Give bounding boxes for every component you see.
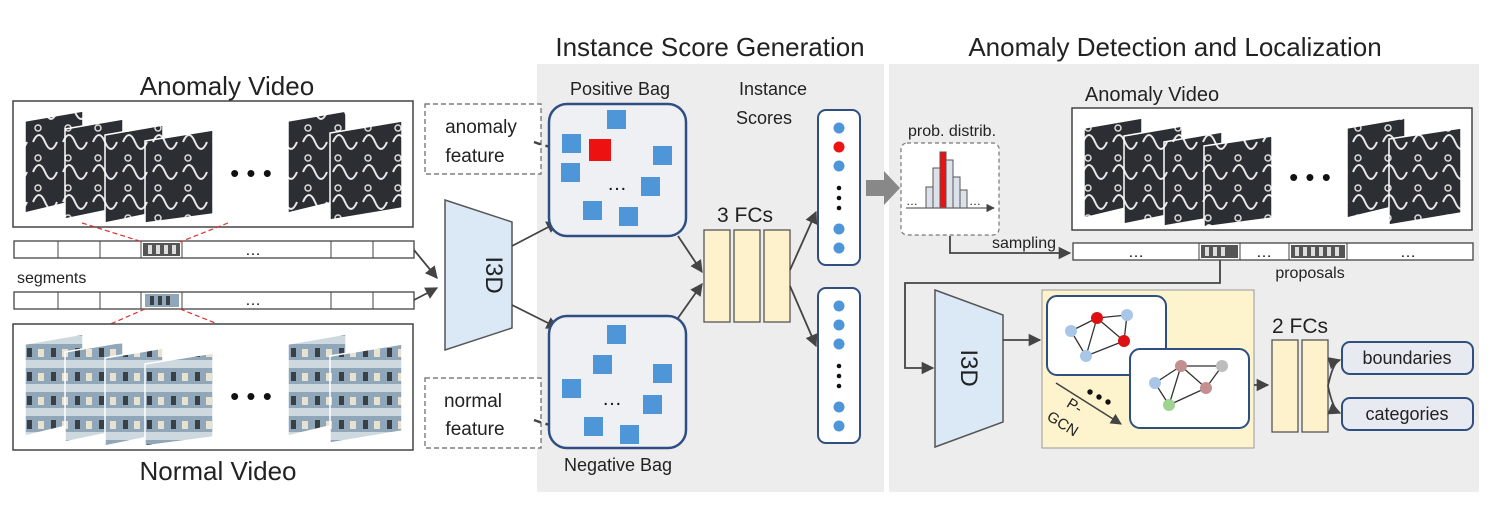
panel-transition-arrow: [866, 171, 900, 205]
graph-2-nodes: [1149, 360, 1228, 411]
pgcn-dots: [1087, 389, 1111, 405]
proposals-ellipsis-3: …: [1400, 244, 1416, 261]
adl-anomaly-video-thumbnails: [1083, 117, 1462, 228]
anomaly-video-title: Anomaly Video: [140, 71, 314, 101]
negative-bag-features: [562, 325, 672, 444]
normal-video-thumbnails: [24, 333, 403, 447]
normal-feature-line1: normal: [444, 391, 502, 412]
zoom-line-left-anomaly: [81, 222, 144, 243]
prob-distrib-histogram: [906, 151, 995, 213]
arrow-anomaly-segments-to-i3d: [413, 249, 438, 279]
arrow-fcs-to-positive-scores: [789, 210, 818, 271]
isg-title: Instance Score Generation: [555, 32, 864, 62]
two-fcs-block: [1271, 339, 1329, 433]
arrow-positive-bag-to-fcs: [677, 235, 703, 274]
negative-bag-ellipsis: …: [602, 388, 622, 410]
two-fcs-label: 2 FCs: [1272, 315, 1328, 338]
sampling-label: sampling: [992, 235, 1056, 252]
arrow-i3d-to-negative-bag: [511, 304, 560, 329]
categories-label: categories: [1365, 404, 1448, 424]
boundaries-output: [1341, 341, 1474, 375]
negative-bag-label: Negative Bag: [564, 455, 672, 475]
negative-scores-dots: [833, 300, 845, 432]
proposals-label: proposals: [1275, 265, 1344, 282]
normal-video-dots: • • •: [230, 381, 272, 411]
i3d-right-label: I3D: [955, 349, 982, 386]
three-fcs-label: 3 FCs: [717, 204, 773, 227]
adl-anomaly-video-dots: • • •: [1289, 162, 1331, 192]
prob-distrib-ellipsis-right: …: [969, 194, 981, 208]
positive-bag-label: Positive Bag: [570, 79, 670, 99]
graph-card-2: [1129, 348, 1250, 429]
anomaly-video-dots: • • •: [230, 158, 272, 188]
zoom-line-right-anomaly: [179, 222, 229, 243]
anomaly-feature-box: [424, 103, 542, 175]
proposals-bar: [1072, 242, 1474, 261]
normal-video-title: Normal Video: [139, 456, 296, 486]
anomaly-segments-ellipsis: …: [245, 242, 261, 259]
i3d-right-block: [934, 288, 1004, 449]
prob-distrib-label: prob. distrib.: [908, 123, 996, 140]
arrow-fcs-to-boundaries: [1327, 357, 1342, 387]
segments-label: segments: [17, 270, 86, 287]
arrow-proposals-to-i3d: [904, 260, 1221, 375]
prob-distrib-ellipsis-left: …: [906, 194, 918, 208]
normal-segments-ellipsis: …: [245, 292, 261, 309]
arrow-sampling: [949, 236, 1072, 260]
adl-anomaly-video-title: Anomaly Video: [1085, 84, 1219, 106]
graph-1-nodes: [1065, 309, 1133, 362]
i3d-left-block: [444, 198, 513, 352]
negative-bag: [547, 314, 688, 450]
adl-title: Anomaly Detection and Localization: [968, 32, 1381, 62]
anomaly-segments-bar: [13, 240, 415, 259]
boundaries-label: boundaries: [1362, 348, 1451, 368]
anomaly-feature-line2: feature: [445, 146, 504, 167]
i3d-left-label: I3D: [480, 256, 507, 293]
normal-feature-line2: feature: [445, 419, 504, 440]
arrow-fcs-to-categories: [1327, 385, 1342, 415]
arrow-negative-bag-to-fcs: [677, 282, 703, 319]
anomaly-feature-line1: anomaly: [445, 117, 517, 138]
positive-bag-ellipsis: …: [607, 173, 627, 195]
instance-scores-line1: Instance: [739, 79, 807, 99]
positive-scores-dots: [833, 122, 845, 254]
arrow-normal-segments-to-i3d: [413, 287, 439, 301]
anomaly-video-thumbnails: [24, 110, 403, 224]
normal-segments-bar: [13, 291, 415, 310]
arrow-fcs-to-negative-scores: [789, 285, 818, 348]
proposals-ellipsis-2: …: [1256, 244, 1272, 261]
proposals-ellipsis-1: …: [1128, 244, 1144, 261]
pgcn-arrow: [1055, 382, 1122, 425]
positive-bag-features: [561, 110, 672, 226]
three-fcs-block: [703, 229, 791, 323]
instance-scores-line2: Scores: [736, 108, 792, 128]
categories-output: [1341, 397, 1474, 431]
normal-feature-box: [424, 377, 542, 449]
